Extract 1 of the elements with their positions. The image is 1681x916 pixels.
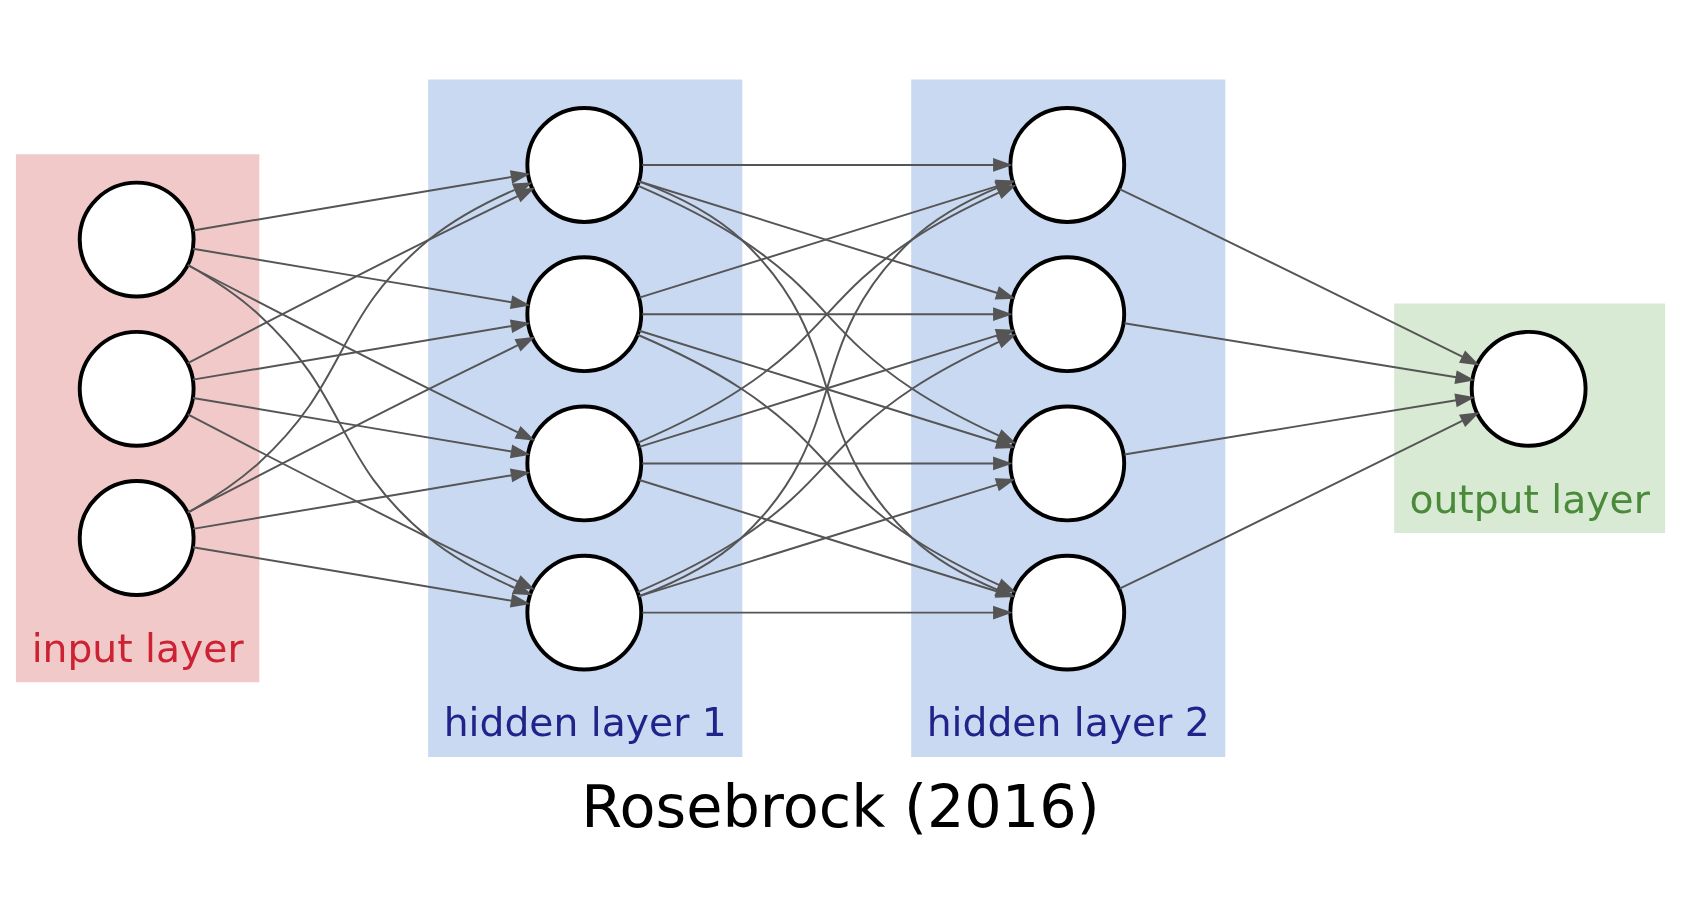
- caption: Rosebrock (2016): [581, 771, 1100, 841]
